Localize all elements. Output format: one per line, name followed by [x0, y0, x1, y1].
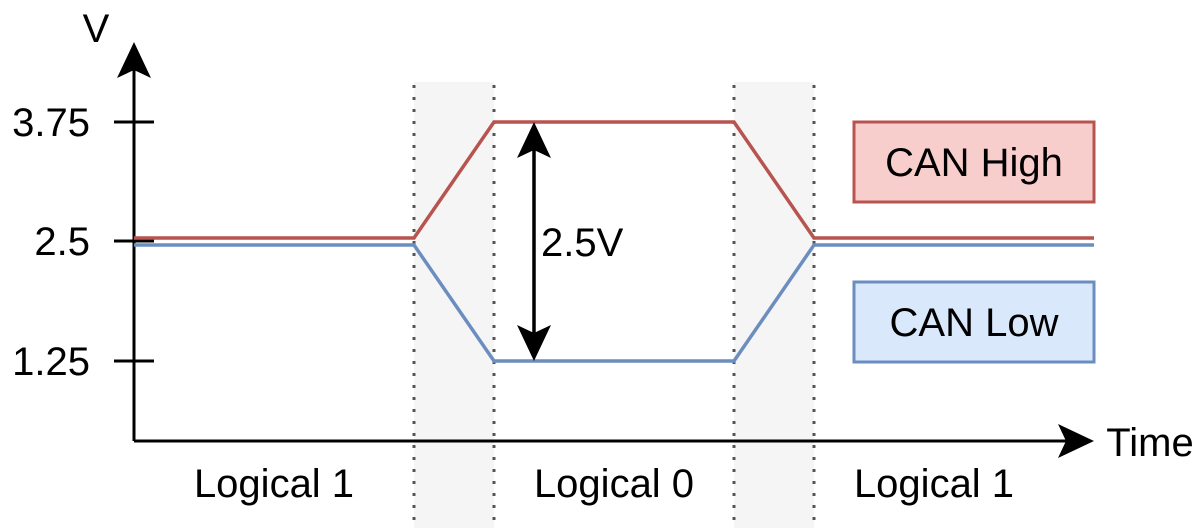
legend-can-low-box [852, 280, 1096, 364]
time-dividers [412, 85, 816, 528]
x-axis-arrowhead [1058, 424, 1094, 458]
y-axis-arrowhead [117, 42, 151, 78]
can-low-trace [134, 243, 1094, 363]
y-ticks [114, 120, 154, 363]
region-label-logical-0: Logical 0 [534, 462, 694, 506]
legend-can-high-box [852, 120, 1096, 204]
can-high-trace [134, 120, 1094, 240]
region-label-logical-1-right: Logical 1 [854, 462, 1014, 506]
x-axis-label: Time [1106, 421, 1193, 465]
differential-arrow-head-bottom [517, 325, 551, 361]
tick-label-1-25: 1.25 [12, 340, 90, 384]
y-axis-label: V [83, 7, 110, 51]
region-label-logical-1-left: Logical 1 [194, 462, 354, 506]
tick-label-3-75: 3.75 [12, 101, 90, 145]
tick-label-2-5: 2.5 [34, 220, 90, 264]
differential-voltage-label: 2.5V [541, 221, 624, 265]
legend-can-low-label: CAN Low [890, 301, 1059, 345]
legend-can-high-label: CAN High [885, 141, 1063, 185]
differential-arrow-head-top [517, 122, 551, 158]
